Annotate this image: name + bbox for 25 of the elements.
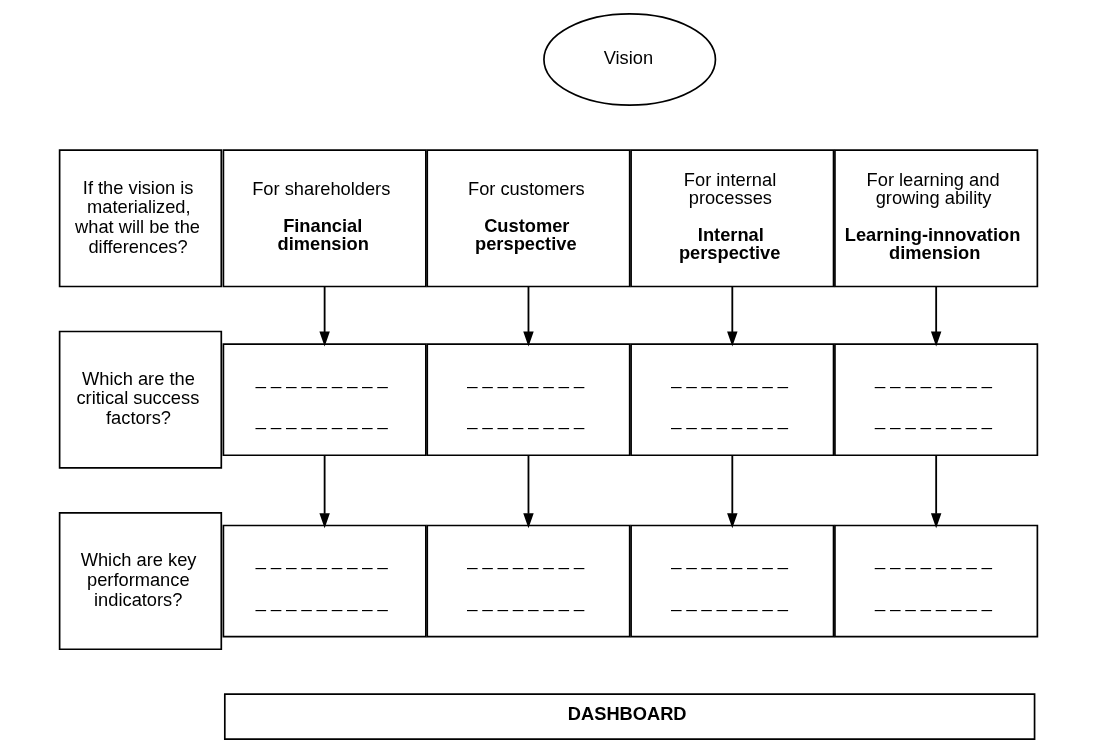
node-box: _ _ _ _ _ _ _ _ _ _ _ _ _ _ _ _ [833,343,1038,457]
node-box: Which are the critical success factors? [58,330,222,469]
node-box: For learning and growing ability Learning-innovation dimension [833,149,1038,288]
node-box: _ _ _ _ _ _ _ _ _ _ _ _ _ _ _ _ [425,343,631,457]
node-ellipse: Vision [542,12,716,107]
node-box: _ _ _ _ _ _ _ _ _ _ _ _ _ _ _ _ [425,524,631,638]
arrow [318,454,330,529]
node-box: If the vision is materialized, what will be the differences? [58,149,222,288]
arrow [930,285,941,347]
arrow [726,454,738,529]
node-box: _ _ _ _ _ _ _ _ _ _ _ _ _ _ _ _ [833,524,1038,638]
node-box: For customers Customer perspective [425,149,631,288]
node-box: _ _ _ _ _ _ _ _ _ _ _ _ _ _ _ _ _ _ [222,343,427,457]
node-box: For internal processes Internal perspective [629,149,834,288]
node-box: _ _ _ _ _ _ _ _ _ _ _ _ _ _ _ _ [629,343,834,457]
arrow [318,285,330,347]
node-box: _ _ _ _ _ _ _ _ _ _ _ _ _ _ _ _ [629,524,834,638]
arrow [522,454,534,529]
arrow [522,285,534,347]
node-box: DASHBOARD [223,693,1035,741]
node-box: Which are key performance indicators? [58,512,222,651]
arrow [930,454,941,529]
node-box: For shareholders Financial dimension [222,149,427,288]
node-box: _ _ _ _ _ _ _ _ _ _ _ _ _ _ _ _ _ _ [222,524,427,638]
arrow [726,285,738,347]
